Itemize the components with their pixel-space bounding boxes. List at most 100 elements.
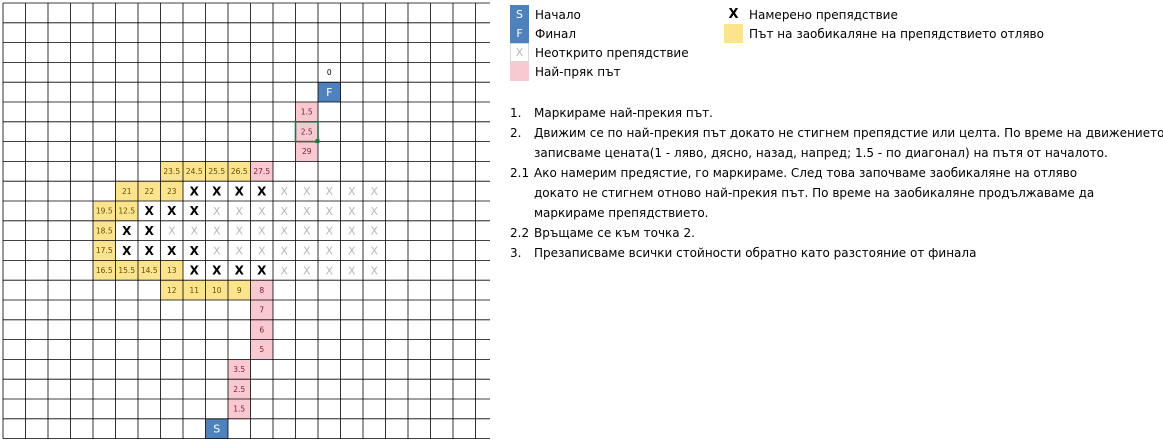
instruction-text: Движим се по най-прекия път докато не ст…	[534, 126, 1163, 140]
path-cost: 1.5	[301, 108, 313, 117]
selected-cell-border[interactable]	[294, 121, 319, 143]
detour-cost: 18.5	[96, 226, 113, 235]
cell-fill-path	[250, 319, 273, 340]
path-cost: 5	[259, 345, 264, 354]
detour-cost: 22	[144, 187, 154, 196]
instruction-text: Маркираме най-прекия път.	[534, 106, 713, 120]
found-obstacle-mark: X	[145, 244, 155, 258]
found-obstacle-mark: X	[235, 184, 245, 198]
unknown-obstacle-mark: X	[303, 264, 311, 277]
found-obstacle-mark: X	[122, 224, 132, 238]
path-cost: 1.5	[233, 405, 245, 414]
instruction-1: 1. Маркираме най-прекия път.	[510, 104, 713, 123]
unknown-obstacle-mark: X	[258, 244, 266, 257]
unknown-obstacle-mark: X	[303, 185, 311, 198]
instruction-number: 1.	[510, 106, 522, 120]
start-swatch: S	[510, 5, 529, 24]
cell-fill-path	[228, 379, 251, 399]
found-obstacle-mark: X	[122, 244, 132, 258]
detour-cost: 12.5	[118, 207, 135, 216]
cell-fill-detour	[228, 280, 251, 300]
unknown-obstacle-mark: X	[258, 225, 266, 238]
shortest-path-swatch	[510, 62, 529, 81]
unknown-obstacle-mark: X	[303, 244, 311, 257]
unknown-obstacle-mark: X	[370, 225, 378, 238]
instruction-number: 2.	[510, 126, 522, 140]
instruction-text: записваме цената(1 - ляво, дясно, назад,…	[534, 146, 1108, 160]
cell-fill-detour	[115, 181, 138, 201]
unknown-obstacle-mark: X	[190, 225, 198, 238]
unknown-obstacle-mark: X	[348, 185, 356, 198]
unknown-obstacle-mark: X	[280, 244, 288, 257]
unknown-obstacle-mark: X	[325, 264, 333, 277]
cell-fill-path	[250, 161, 273, 182]
instruction-text: маркираме препядствието.	[534, 206, 709, 220]
cell-fill-detour	[183, 280, 206, 300]
unknown-obstacle-mark: X	[280, 205, 288, 218]
detour-cost: 21	[122, 187, 132, 196]
found-obstacle-mark: X	[190, 244, 200, 258]
cell-fill-detour	[228, 161, 251, 182]
cell-fill-detour	[93, 220, 116, 241]
finish-swatch: F	[510, 24, 529, 43]
found-obstacle-mark: X	[145, 224, 155, 238]
unknown-obstacle-mark: X	[325, 244, 333, 257]
legend-shortest-path: Най-пряк път	[510, 62, 621, 81]
legend-unknown-obstacle: X Неоткрито препядствие	[510, 43, 689, 62]
instruction-number: 2.2	[510, 226, 530, 240]
instruction-2: 2. Движим се по най-прекия път докато не …	[510, 124, 1163, 143]
detour-cost: 13	[167, 266, 177, 275]
detour-cost: 10	[212, 286, 222, 295]
legend-finish-label: Финал	[535, 26, 576, 41]
instruction-text: Презаписваме всички стойности обратно ка…	[534, 246, 977, 260]
cell-fill-path	[228, 359, 251, 380]
cell-fill-detour	[160, 181, 183, 201]
detour-cost: 19.5	[96, 207, 113, 216]
found-obstacle-mark: X	[235, 264, 245, 278]
unknown-obstacle-mark: X	[348, 264, 356, 277]
unknown-obstacle-mark: X	[235, 244, 243, 257]
detour-cost: 15.5	[118, 266, 135, 275]
instruction-text: Ако намерим предястие, го маркираме. Сле…	[534, 166, 1078, 180]
unknown-obstacle-mark: X	[213, 244, 221, 257]
instruction-number: 2.1	[510, 166, 530, 180]
instruction-2-1: 2.1 Ако намерим предястие, го маркираме. …	[510, 164, 1077, 183]
unknown-obstacle-mark: X	[325, 185, 333, 198]
cell-fill-path	[228, 399, 251, 419]
cell-fill-detour	[160, 161, 183, 182]
unknown-obstacle-mark: X	[370, 205, 378, 218]
unknown-obstacle-mark: X	[348, 225, 356, 238]
found-obstacle-mark: X	[257, 264, 267, 278]
detour-cost: 23.5	[163, 167, 180, 176]
cell-fill-detour	[138, 181, 161, 201]
instruction-2-1-cont1: докато не стигнем отново най-прекия път.…	[534, 184, 1094, 203]
found-obstacle-mark: X	[190, 204, 200, 218]
fill-handle[interactable]	[315, 139, 320, 144]
found-obstacle-mark: X	[212, 264, 222, 278]
detour-cost: 12	[167, 286, 177, 295]
cell-fill-start	[205, 418, 228, 439]
cell-fill-detour	[93, 260, 116, 281]
path-cost: 2.5	[301, 127, 313, 136]
legend-finish: F Финал	[510, 24, 576, 43]
legend-found-obstacle-label: Намерено препядствие	[749, 7, 898, 22]
finish-marker: F	[326, 86, 332, 99]
instruction-2-cont: записваме цената(1 - ляво, дясно, назад,…	[534, 144, 1108, 163]
cell-fill-path	[295, 121, 318, 142]
unknown-obstacle-mark: X	[370, 244, 378, 257]
path-cost: 2.5	[233, 385, 245, 394]
found-obstacle-mark: X	[190, 264, 200, 278]
found-obstacle-mark: X	[190, 184, 200, 198]
cell-fill-path	[295, 141, 318, 162]
found-obstacle-mark: X	[257, 184, 267, 198]
unknown-obstacle-mark: X	[280, 185, 288, 198]
cell-fill-detour	[138, 260, 161, 281]
found-obstacle-mark: X	[167, 204, 177, 218]
unknown-obstacle-mark: X	[370, 185, 378, 198]
path-cost: 29	[302, 147, 312, 156]
cell-fill-path	[250, 339, 273, 360]
found-obstacle-mark: X	[212, 184, 222, 198]
unknown-obstacle-mark: X	[370, 264, 378, 277]
